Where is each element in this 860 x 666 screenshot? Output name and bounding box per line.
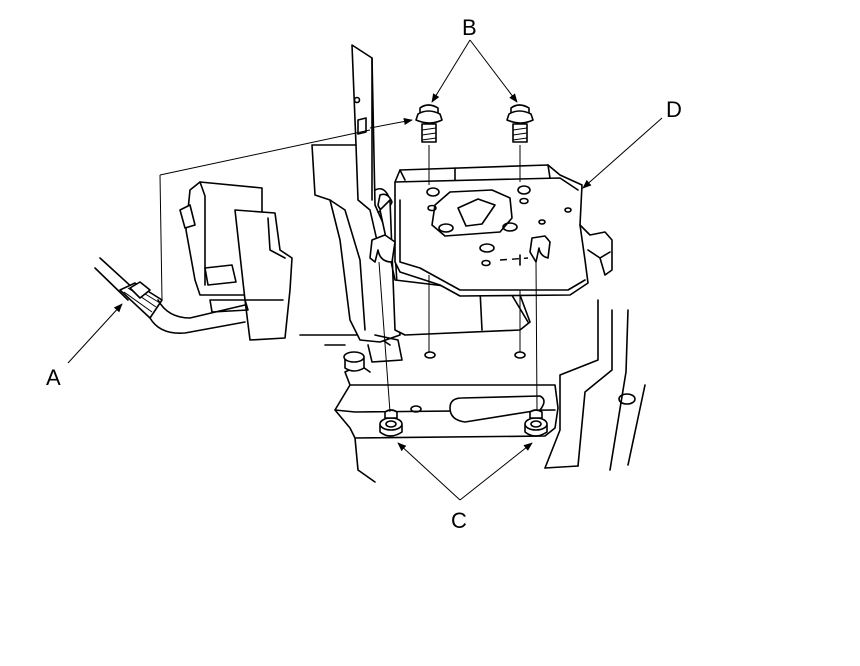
tray-bracket (369, 164, 613, 297)
label-c: C (451, 508, 467, 533)
callout-leaders (67, 39, 663, 501)
label-d: D (666, 97, 682, 122)
leader-c-right (459, 442, 533, 501)
nut-c-right (524, 409, 548, 437)
alignment-lines (159, 129, 538, 413)
vertical-support-bracket (311, 44, 401, 343)
leader-d (582, 117, 663, 189)
label-a: A (46, 365, 61, 390)
leader-c-left (397, 442, 461, 501)
bracket-post (343, 351, 365, 372)
body-panel (544, 299, 646, 471)
connector-module (179, 181, 293, 341)
wire-harness (94, 257, 246, 335)
leader-b-right (469, 39, 518, 103)
lower-mounting-bracket (299, 334, 559, 483)
bolt-b-left (415, 104, 443, 143)
leader-b-left (431, 39, 471, 103)
nut-c-left (379, 409, 403, 437)
leader-a (67, 303, 123, 364)
tab-arrow (369, 117, 413, 129)
bolt-b-right (506, 104, 534, 143)
label-b: B (462, 15, 477, 40)
